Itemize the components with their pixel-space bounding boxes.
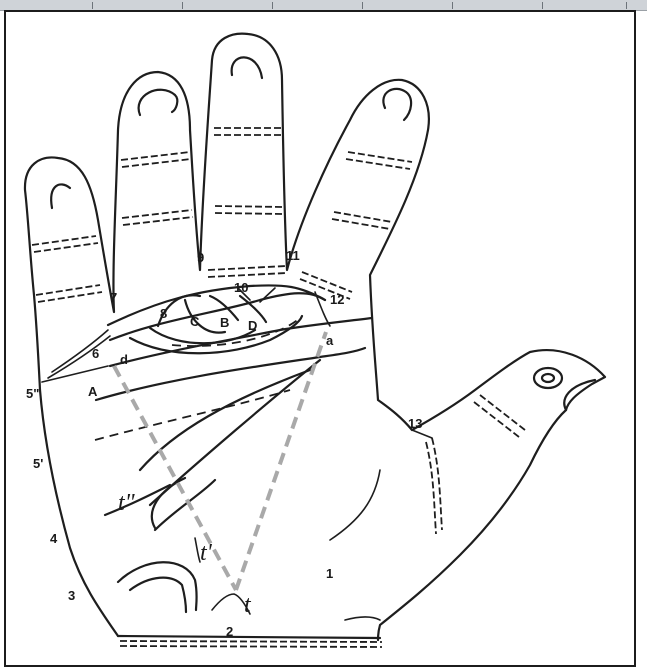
label-7: 7 [110, 290, 117, 305]
label-8: 8 [160, 306, 167, 321]
label-10: 10 [234, 280, 248, 295]
label-C: C [190, 314, 200, 329]
label-9: 9 [197, 250, 204, 265]
label-11: 11 [286, 248, 300, 263]
label-d: d [120, 352, 128, 367]
label-t-double-prime: t" [118, 490, 136, 516]
label-1: 1 [326, 566, 333, 581]
label-5-prime: 5' [33, 456, 43, 471]
label-3: 3 [68, 588, 75, 603]
label-D: D [248, 318, 257, 333]
label-5-double-prime: 5" [26, 386, 39, 401]
label-13: 13 [408, 416, 422, 431]
thumb-whorl-core [542, 374, 554, 382]
label-A: A [88, 384, 98, 399]
label-t-prime: t' [200, 540, 213, 566]
label-6: 6 [92, 346, 99, 361]
label-4: 4 [50, 531, 58, 546]
label-t: t [244, 592, 252, 618]
label-12: 12 [330, 292, 344, 307]
label-2: 2 [226, 624, 233, 639]
label-a: a [326, 333, 334, 348]
construction-lines [114, 332, 326, 590]
thumb-whorl [534, 368, 562, 388]
label-B: B [220, 315, 229, 330]
